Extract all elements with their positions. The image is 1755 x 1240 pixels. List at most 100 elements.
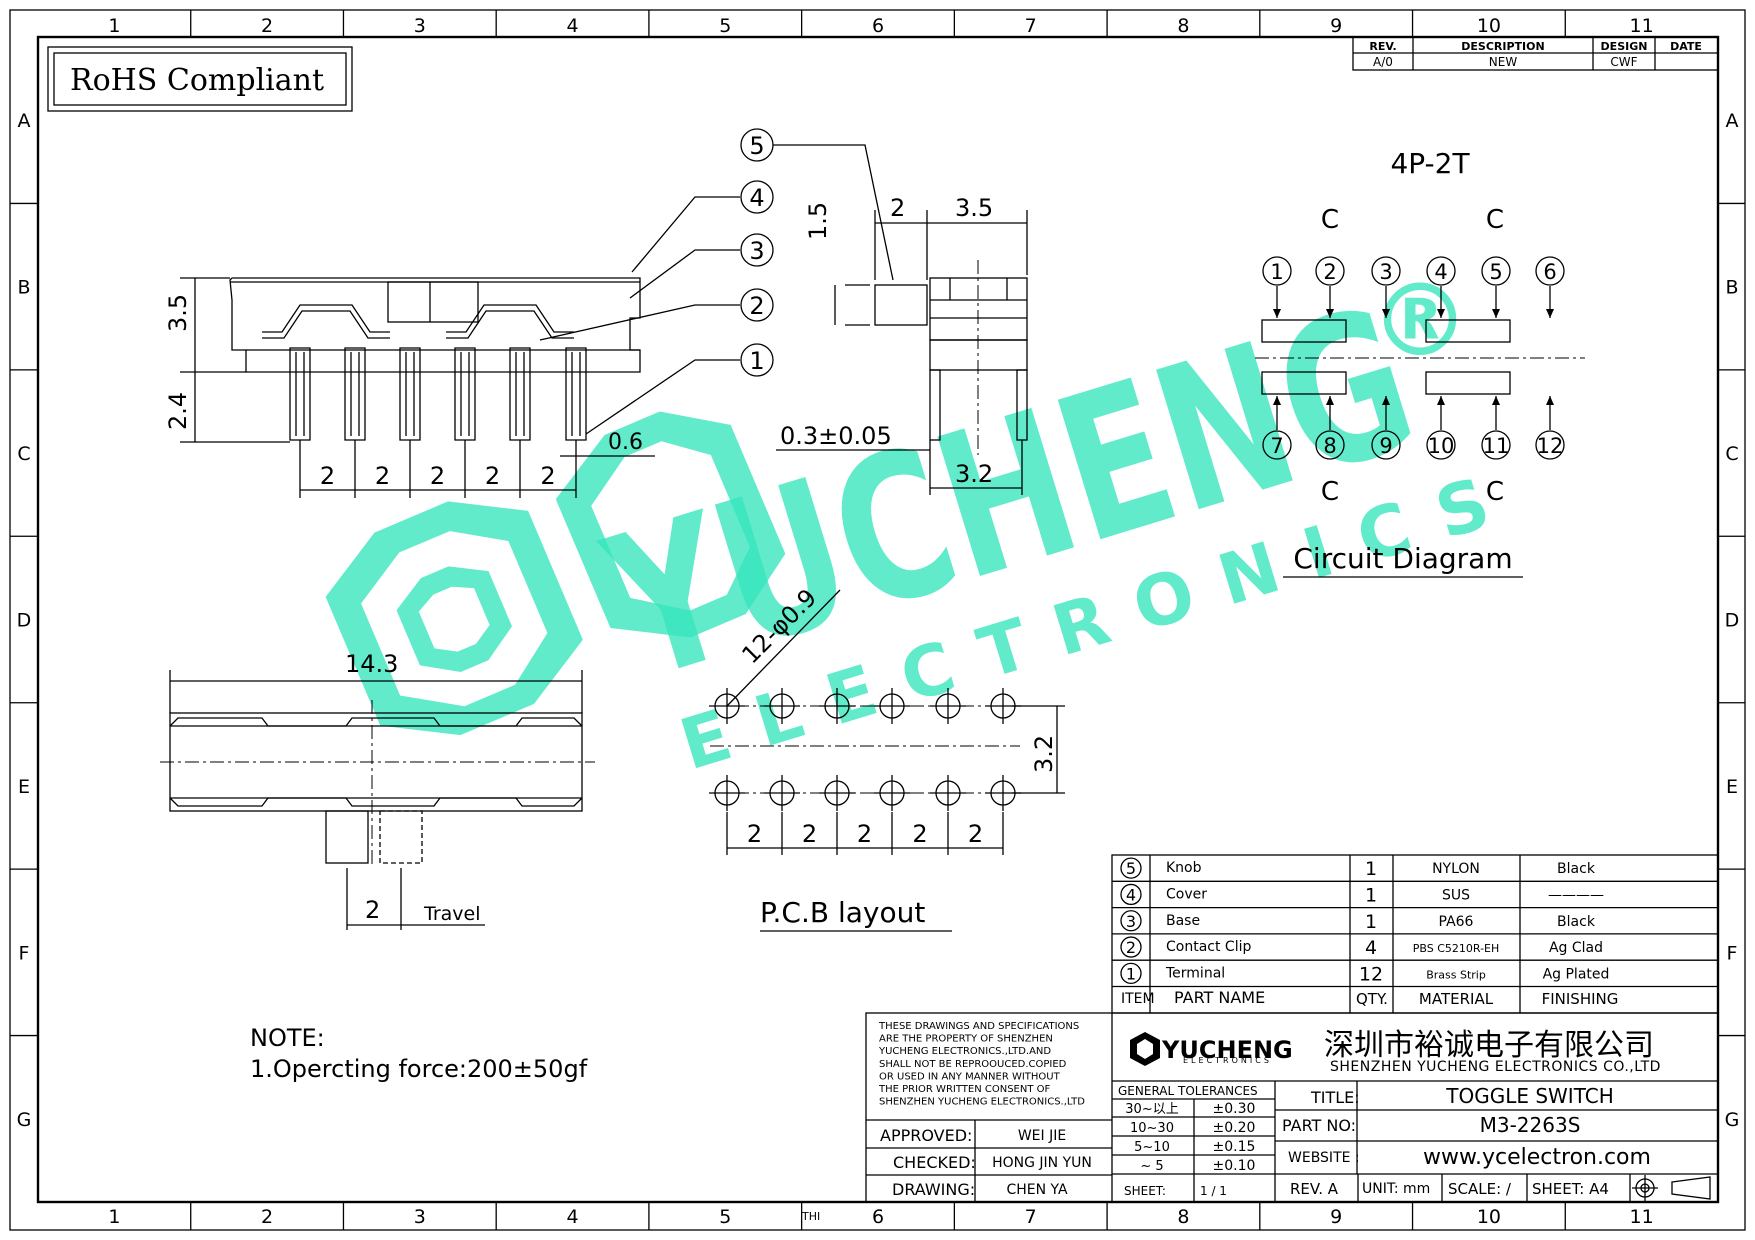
pin-number-top: 1 <box>1270 260 1283 284</box>
company-logo: YUCHENG ELECTRONICS <box>1130 1032 1293 1066</box>
arrow-icon <box>1273 309 1281 318</box>
row-label-right: G <box>1725 1109 1740 1131</box>
date-header: DATE <box>1670 40 1702 53</box>
pin-circle-bottom <box>1481 430 1511 460</box>
arrow-icon <box>1492 309 1500 318</box>
rev-header: REV. <box>1369 40 1396 53</box>
row-label-left: A <box>18 110 31 132</box>
description-header: DESCRIPTION <box>1461 40 1544 53</box>
arrow-icon <box>1273 396 1281 405</box>
rohs-box: RoHS Compliant <box>47 46 353 112</box>
bom-part-name: Terminal <box>1165 965 1225 981</box>
bom-header-part-name: PART NAME <box>1174 988 1265 1007</box>
copyright-line: OR USED IN ANY MANNER WITHOUT <box>879 1071 1061 1082</box>
pin-number-bottom: 11 <box>1483 434 1510 458</box>
bom-part-name: Cover <box>1166 886 1207 902</box>
column-label-top: 2 <box>261 15 273 37</box>
pin-circle-bottom <box>1426 430 1456 460</box>
common-label-1: C <box>1321 205 1339 235</box>
watermark: YUCHENG ELECTRONICS ® <box>325 262 1527 786</box>
dim-knob-height: 1.5 <box>804 202 832 240</box>
arrow-icon <box>1326 396 1334 405</box>
dim-row-spacing: 3.2 <box>955 460 993 488</box>
rev-value: A/0 <box>1373 55 1393 69</box>
bom-part-name: Base <box>1166 913 1200 929</box>
bom-material: Brass Strip <box>1426 968 1486 981</box>
bottom-mark: THI <box>801 1210 820 1223</box>
pin-circle-top <box>1535 256 1565 286</box>
column-label-bottom: 11 <box>1630 1206 1654 1228</box>
dim-length: 14.3 <box>345 650 398 678</box>
arrow-icon <box>1437 309 1445 318</box>
bom-finishing: Ag Plated <box>1543 966 1610 982</box>
terminal-pin <box>509 347 531 441</box>
column-label-top: 6 <box>872 15 884 37</box>
row-label-left: E <box>18 776 30 798</box>
dim-pin-width: 0.6 <box>608 430 643 455</box>
bom-header-finishing: FINISHING <box>1542 990 1619 1008</box>
column-label-bottom: 9 <box>1330 1206 1342 1228</box>
item-balloon <box>1120 936 1142 958</box>
pin-circle-top <box>1262 256 1292 286</box>
common-label-2: C <box>1486 205 1504 235</box>
rohs-label: RoHS Compliant <box>70 63 324 98</box>
terminal-pin <box>565 347 587 441</box>
callout-balloon <box>740 343 774 377</box>
dim-pin-thickness: 0.3±0.05 <box>780 422 892 450</box>
pcb-title: P.C.B layout <box>760 896 925 929</box>
pin-circle-bottom <box>1535 430 1565 460</box>
logo-text: YUCHENG <box>1161 1036 1293 1064</box>
rev-field: REV. A <box>1290 1180 1339 1198</box>
arrow-icon <box>1492 396 1500 405</box>
bom-item: 1 <box>1126 964 1136 983</box>
row-label-left: G <box>17 1109 32 1131</box>
column-label-top: 1 <box>108 15 120 37</box>
bom-finishing: ———— <box>1548 887 1604 903</box>
column-label-top: 11 <box>1630 15 1654 37</box>
row-label-right: B <box>1725 277 1738 299</box>
column-label-bottom: 10 <box>1477 1206 1501 1228</box>
callout-balloon <box>740 128 774 162</box>
callout-number: 5 <box>749 132 764 160</box>
tolerance-range: 5~10 <box>1134 1140 1170 1155</box>
bom-qty: 1 <box>1365 911 1377 933</box>
arrow-icon <box>1326 309 1334 318</box>
row-label-right: A <box>1726 110 1739 132</box>
item-balloon <box>1120 883 1142 906</box>
bom-material: PA66 <box>1439 914 1474 930</box>
bom-header-material: MATERIAL <box>1419 990 1494 1008</box>
common-label-4: C <box>1486 477 1504 507</box>
dim-pcb-pitch: 2 <box>968 820 983 848</box>
column-label-bottom: 4 <box>566 1206 578 1228</box>
dim-pcb-pitch: 2 <box>802 820 817 848</box>
circuit-config: 4P-2T <box>1390 147 1470 180</box>
approved-label: APPROVED: <box>880 1126 972 1145</box>
sheet-value: 1 / 1 <box>1200 1184 1227 1198</box>
column-label-bottom: 1 <box>108 1206 120 1228</box>
row-label-right: E <box>1726 776 1738 798</box>
pin-circle-top <box>1481 256 1511 286</box>
pin-number-top: 6 <box>1543 260 1556 284</box>
note: NOTE: 1.Opercting force:200±50gf <box>250 1024 588 1083</box>
note-title: NOTE: <box>250 1024 325 1052</box>
projection-symbol-icon <box>1632 1175 1711 1201</box>
logo-subtext: ELECTRONICS <box>1183 1056 1272 1065</box>
item-balloon <box>1120 962 1142 984</box>
tolerances-title: GENERAL TOLERANCES <box>1118 1084 1258 1098</box>
pin-number-bottom: 8 <box>1323 434 1336 458</box>
bom-material: NYLON <box>1432 861 1480 877</box>
drawing-label: DRAWING: <box>892 1180 975 1199</box>
dim-pcb-pitch: 2 <box>857 820 872 848</box>
travel-label: Travel <box>423 903 480 925</box>
column-label-bottom: 3 <box>414 1206 426 1228</box>
arrow-icon <box>1437 396 1445 405</box>
pin-number-bottom: 12 <box>1537 434 1564 458</box>
description-value: NEW <box>1489 55 1518 69</box>
row-label-right: F <box>1727 942 1738 964</box>
callout-balloon <box>740 233 774 267</box>
bom-item: 2 <box>1126 938 1136 957</box>
